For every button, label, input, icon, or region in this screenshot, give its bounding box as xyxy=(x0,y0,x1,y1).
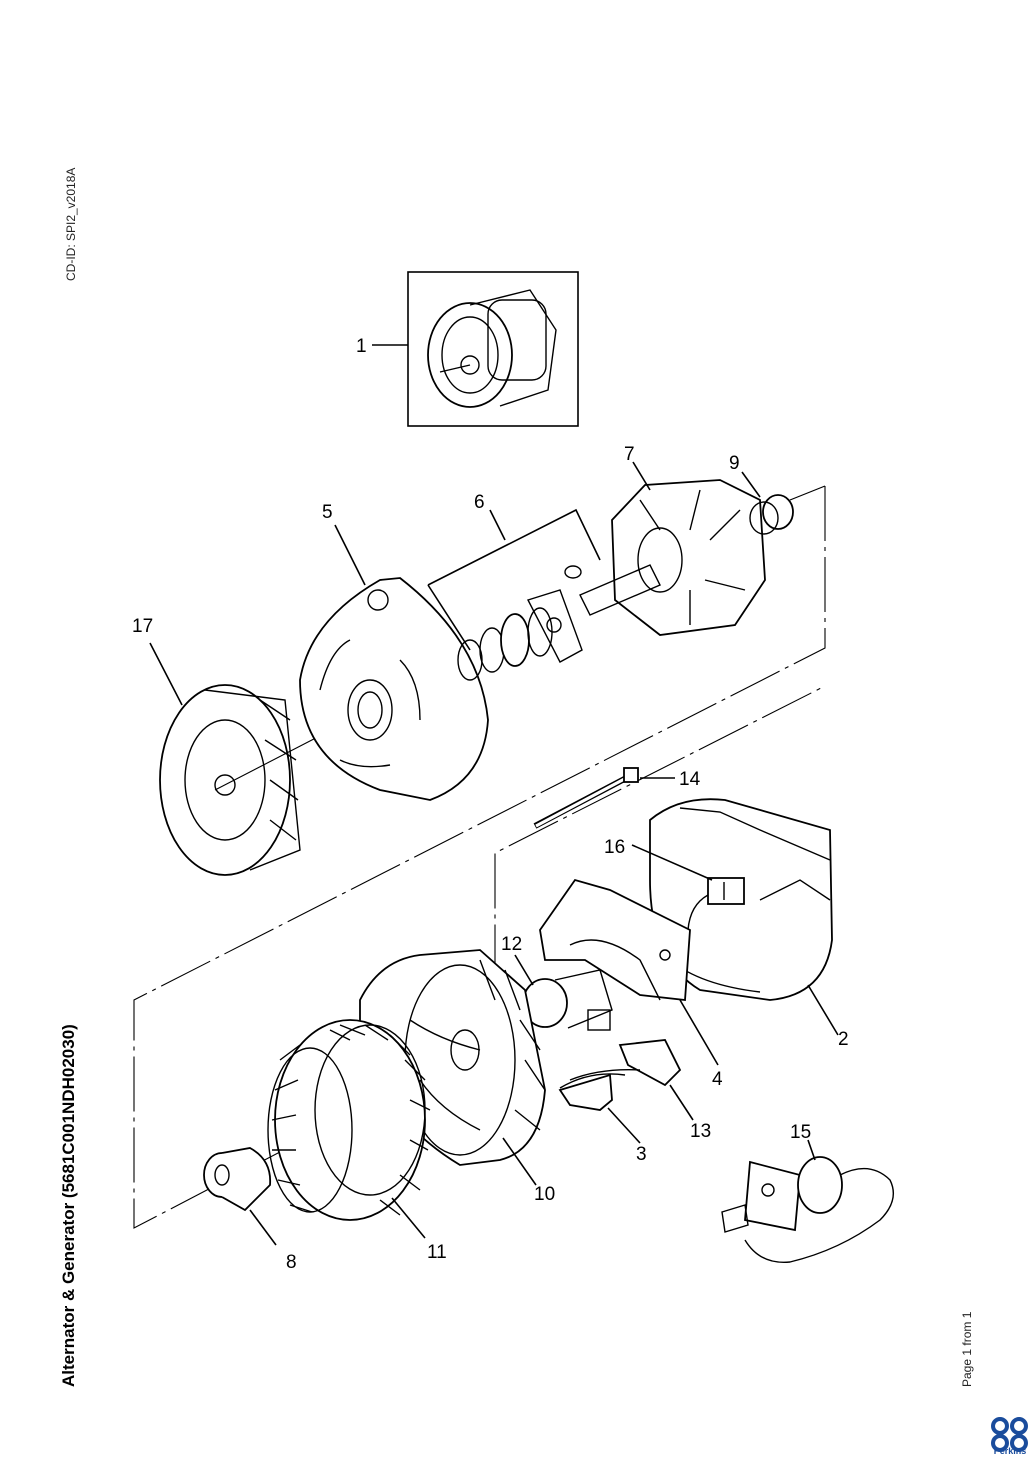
callout-13: 13 xyxy=(690,1121,711,1142)
leader-9 xyxy=(741,471,761,498)
part-4-rectifier[interactable] xyxy=(539,878,691,1001)
brand-name: Perkins xyxy=(993,1446,1027,1456)
leader-6 xyxy=(489,509,506,541)
leader-15 xyxy=(807,1139,816,1161)
leader-2 xyxy=(807,984,839,1036)
callout-3: 3 xyxy=(636,1144,647,1165)
part-3-wiring[interactable] xyxy=(558,1069,641,1111)
callout-14: 14 xyxy=(679,769,701,790)
callout-10: 10 xyxy=(534,1184,555,1205)
part-13-brush-box[interactable] xyxy=(618,1039,682,1087)
bracket-6-left xyxy=(427,584,471,651)
leader-13 xyxy=(669,1084,694,1121)
part-5-drive-end-housing[interactable] xyxy=(299,577,489,801)
leader-7 xyxy=(632,461,651,491)
part-9-bearing[interactable] xyxy=(749,494,794,535)
part-1-inset[interactable] xyxy=(407,271,579,427)
leader-8 xyxy=(249,1209,277,1246)
callout-12: 12 xyxy=(501,934,522,955)
callout-5: 5 xyxy=(322,502,333,523)
part-17-pulley[interactable] xyxy=(159,684,301,876)
leader-10 xyxy=(502,1137,537,1186)
leader-17 xyxy=(149,642,183,706)
leader-3 xyxy=(607,1107,641,1144)
part-7-rotor[interactable] xyxy=(579,479,766,636)
leader-11 xyxy=(391,1197,426,1239)
callout-8: 8 xyxy=(286,1252,297,1273)
assembly-outline-top xyxy=(789,485,826,501)
callout-15: 15 xyxy=(790,1122,811,1143)
part-16-connector[interactable] xyxy=(687,877,745,931)
part-12-regulator[interactable] xyxy=(522,969,613,1031)
callout-17: 17 xyxy=(132,616,153,637)
callout-2: 2 xyxy=(838,1029,849,1050)
part-15-capacitor[interactable] xyxy=(721,1156,894,1264)
part-14-through-bolt[interactable] xyxy=(533,767,639,829)
part-8-bush[interactable] xyxy=(203,1147,272,1212)
callout-1: 1 xyxy=(356,336,367,357)
part-6-bearing-kit[interactable] xyxy=(457,565,583,681)
callout-4: 4 xyxy=(712,1069,723,1090)
callout-16: 16 xyxy=(604,837,625,858)
perkins-logo-icon xyxy=(991,1417,1028,1452)
leader-4 xyxy=(679,999,719,1066)
callout-7: 7 xyxy=(624,444,635,465)
assembly-outline-upper xyxy=(133,486,826,1229)
part-11-stator-core[interactable] xyxy=(267,1019,431,1221)
leader-16 xyxy=(631,844,713,881)
callout-9: 9 xyxy=(729,453,740,474)
callout-11: 11 xyxy=(427,1242,447,1263)
bracket-6 xyxy=(427,508,601,586)
callout-6: 6 xyxy=(474,492,485,513)
leader-5 xyxy=(334,524,366,586)
leader-12 xyxy=(514,954,534,986)
